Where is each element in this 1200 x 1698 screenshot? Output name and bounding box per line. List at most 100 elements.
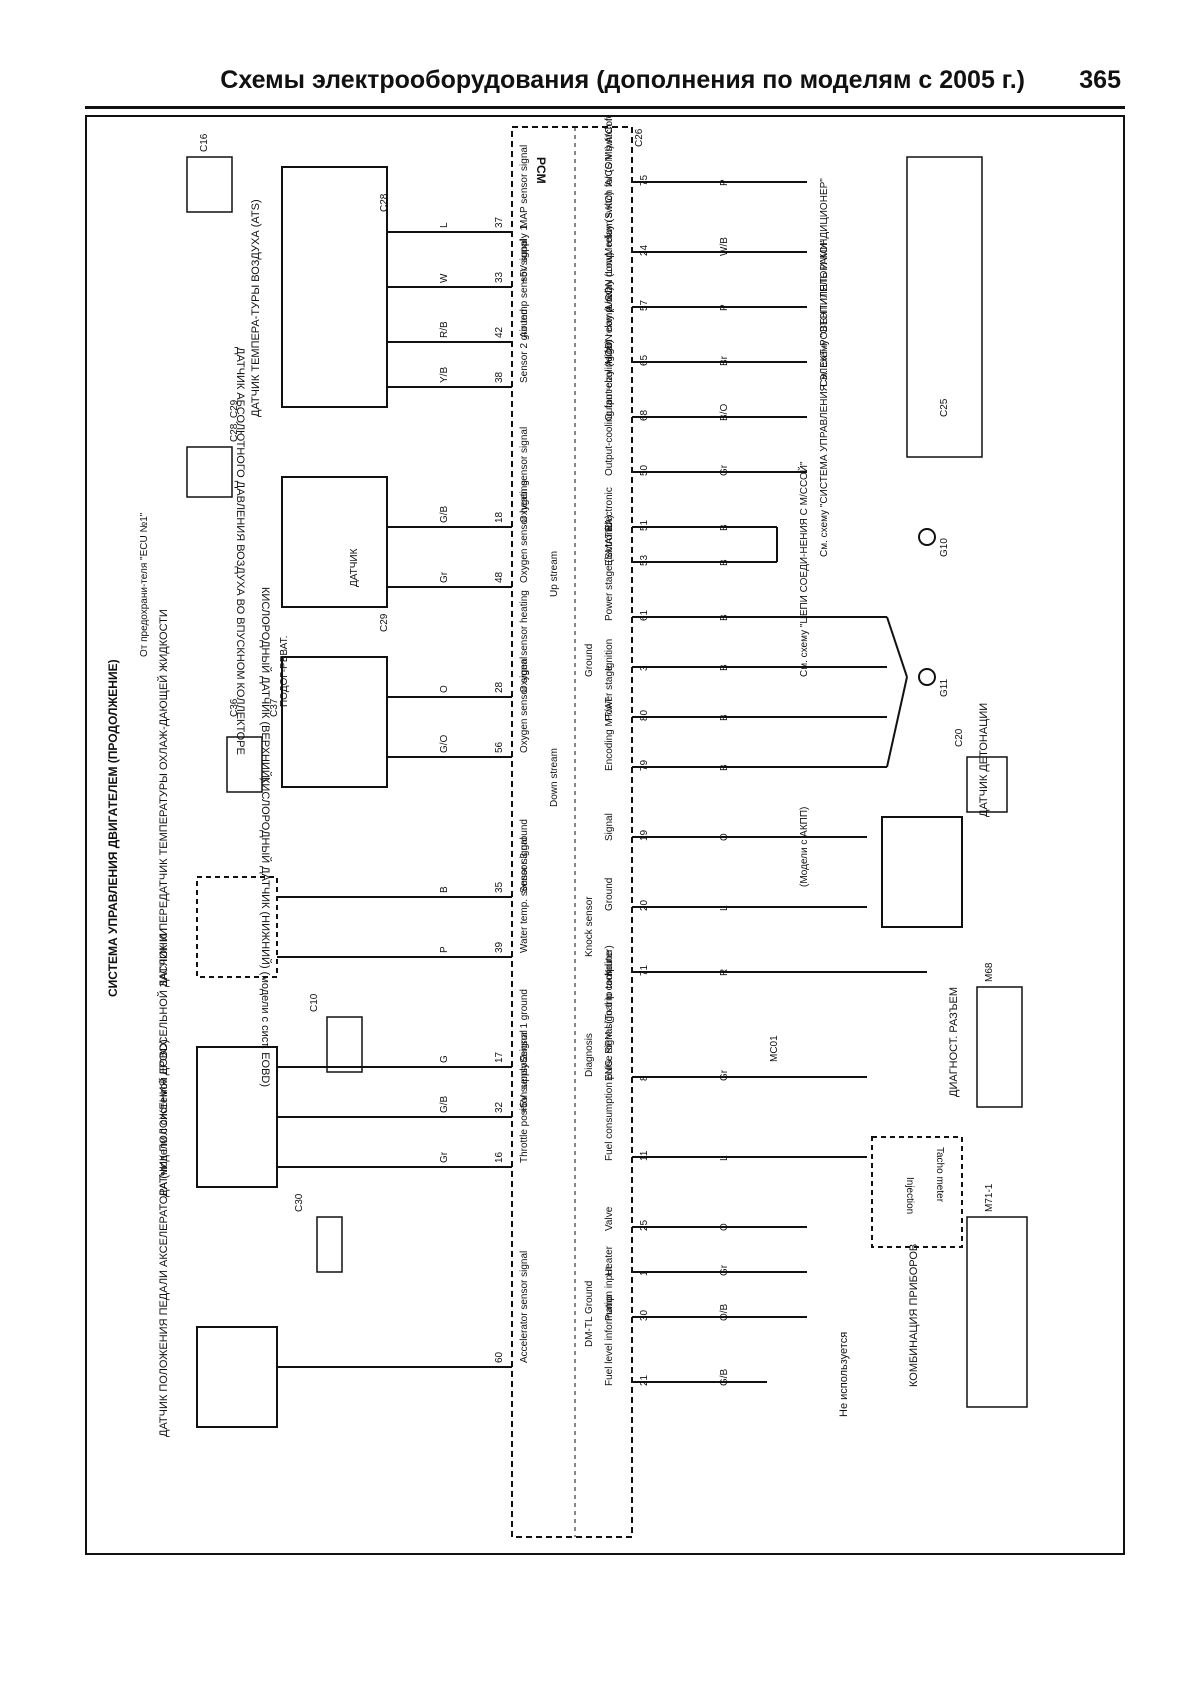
pcm-pin-signal-name: Electronic	[604, 522, 615, 566]
pcm-pin-number: 21	[639, 1374, 650, 1386]
heater-label: ПОДОГ-РЕВАТ.	[279, 636, 290, 707]
wire-color: B	[719, 714, 730, 721]
pcm-pin-number: 79	[639, 759, 650, 771]
wire-color: L	[719, 905, 730, 911]
wire-color: W/B	[719, 237, 730, 256]
group-ground: Ground	[584, 644, 595, 677]
page-title: Схемы электрооборудования (дополнения по…	[220, 66, 1025, 94]
pcm-pin-signal-name: Fuel level information input	[604, 1266, 615, 1386]
pcm-pin-signal-name: Power stage	[604, 665, 615, 721]
wiring-diagram: PCM СИСТЕМА УПРАВЛЕНИЯ ДВИГАТЕЛЕМ (ПРОДО…	[106, 48, 1028, 1538]
connector-label: C26	[634, 128, 645, 147]
connector-label: C28, C29	[229, 399, 240, 442]
pcm-pin-number: 65	[639, 354, 650, 366]
knock-sensor-box	[881, 816, 963, 928]
wire-color: O	[719, 833, 730, 841]
diagram-frame: PCM СИСТЕМА УПРАВЛЕНИЯ ДВИГАТЕЛЕМ (ПРОДО…	[85, 48, 1125, 1555]
tacho-label: Tacho meter	[934, 1147, 945, 1203]
wire-color: B	[719, 664, 730, 671]
pcm-pin-signal-name: Pump	[604, 1294, 615, 1321]
map-sensor-box	[281, 166, 388, 408]
pcm-pin-number: 48	[494, 571, 505, 583]
pcm-pin-number: 32	[494, 1101, 505, 1113]
o2-upper-box	[281, 476, 388, 608]
note-heater-ac: См. схему "ОТОПИТЕЛЬ И КОНДИЦИОНЕР"	[819, 178, 830, 387]
wire-color: R	[719, 969, 730, 976]
wire-color: Br	[719, 355, 730, 366]
connector-label: M71-1	[984, 1183, 995, 1212]
pcm-pin-signal-name: Signal	[604, 813, 615, 841]
wire-color: Gr	[719, 464, 730, 476]
wire-color: Gr	[719, 1264, 730, 1276]
pcm-pin-number: 24	[639, 244, 650, 256]
ats-sensor-label: ДАТЧИК ТЕМПЕРА-ТУРЫ ВОЗДУХА (ATS)	[250, 199, 262, 417]
wire-color: P	[719, 179, 730, 186]
lower-wires	[632, 181, 927, 1383]
wire-color: P	[439, 946, 450, 953]
connector-label: G10	[939, 538, 950, 557]
pcm-pin-number: 61	[639, 609, 650, 621]
at-models-label: (Модели с АКПП)	[799, 807, 810, 887]
group-diagnosis: Diagnosis	[584, 1033, 595, 1077]
pcm-pin-number: 11	[639, 1150, 650, 1161]
pcm-pin-signal-name: ENG. RPM signal to tacho	[604, 964, 615, 1081]
connector-label: C37	[269, 698, 280, 717]
wire-color: O	[439, 685, 450, 693]
connector-label: M68	[984, 962, 995, 982]
connector-label: C25	[939, 398, 950, 417]
throttle-sensor-label: ДАТЧИК ПОЛОЖЕНИЯ ДРОССЕЛЬНОЙ ЗАСЛОНКИ	[157, 928, 170, 1197]
pcm-pin-signal-name: MAP sensor signal	[519, 145, 530, 228]
o2-upper-label: КИСЛОРОДНЫЙ ДАТЧИК (ВЕРХНИЙ)	[259, 587, 272, 781]
c28-c29-connector	[186, 446, 233, 498]
throttle-sensor-box	[196, 1046, 278, 1188]
m71-connector	[966, 1216, 1028, 1408]
pcm-pin-signal-name: +5V supply 1	[519, 224, 530, 283]
sensor-word-label: ДАТЧИК	[349, 548, 360, 587]
o2-lower-label: КИСЛОРОДНЫЙ ДАТЧИК (НИЖНИЙ) (модели с си…	[259, 777, 272, 1087]
wire-color: O/B	[719, 1303, 730, 1321]
pcm-pin-signal-name: K-line	[604, 950, 615, 976]
pcm-pin-signal-name: Output-cooling fan relay (Low)	[604, 287, 615, 421]
note-fan: См. схему "СИСТЕМА УПРАВЛЕНИЯ ЭЛЕКТ-РОВЕ…	[819, 238, 830, 557]
connector-label: C10	[309, 993, 320, 1012]
pcm-pin-number: 38	[494, 371, 505, 383]
pcm-pin-number: 33	[494, 271, 505, 283]
pcm-pin-number: 30	[639, 1309, 650, 1321]
pcm-pin-signal-name: Sensor 2 ground	[519, 309, 530, 383]
pcm-pin-signal-name: Power stage (SMATRA)	[604, 515, 615, 621]
pcm-pin-signal-name: Oxygen sensor signal	[519, 427, 530, 523]
c30-connector	[316, 1216, 343, 1273]
wire-color: G/B	[439, 1095, 450, 1113]
wire-color: Gr	[439, 1151, 450, 1163]
instrument-cluster-label: КОМБИНАЦИЯ ПРИБОРОВ	[908, 1244, 920, 1387]
diag-connector-label: ДИАГНОСТ. РАЗЪЕМ	[948, 987, 960, 1097]
upper-wires	[277, 231, 512, 1368]
pcm-pin-signal-name: Heater	[604, 1245, 615, 1276]
pcm-pin-signal-name: A/CON comp. relay (Low)	[604, 252, 615, 366]
connector-label: C29	[379, 613, 390, 632]
wire-color: Y/B	[439, 367, 450, 383]
pcm-pin-signal-name: Sensor 3 ground	[519, 819, 530, 893]
pcm-pin-number: 51	[639, 519, 650, 531]
pcm-pin-signal-name: Medium switch for (S MI) A/Con fan	[604, 117, 615, 256]
group-knock: Knock sensor	[584, 896, 595, 957]
pcm-pin-number: 35	[494, 881, 505, 893]
c10-connector	[326, 1016, 363, 1073]
pcm-pin-number: 25	[639, 1219, 650, 1231]
pcm-box	[511, 126, 633, 1538]
wire-color: Gr	[719, 1069, 730, 1081]
pedal-sensor-box	[196, 1326, 278, 1428]
pcm-pin-signal-name: Ignition	[604, 639, 615, 671]
pcm-pin-signal-name: Throttle position sensor signal	[519, 1030, 530, 1163]
pcm-pin-number: 37	[494, 216, 505, 228]
pcm-pin-number: 68	[639, 409, 650, 421]
ground-g11	[886, 616, 936, 768]
main-title: СИСТЕМА УПРАВЛЕНИЯ ДВИГАТЕЛЕМ (ПРОДОЛЖЕН…	[106, 659, 120, 997]
wire-color: B	[719, 614, 730, 621]
pcm-pin-number: 53	[639, 554, 650, 566]
connector-label: C16	[199, 133, 210, 152]
pcm-label: PCM	[534, 157, 548, 184]
pcm-pin-signal-name: Sensor 1 ground	[519, 989, 530, 1063]
